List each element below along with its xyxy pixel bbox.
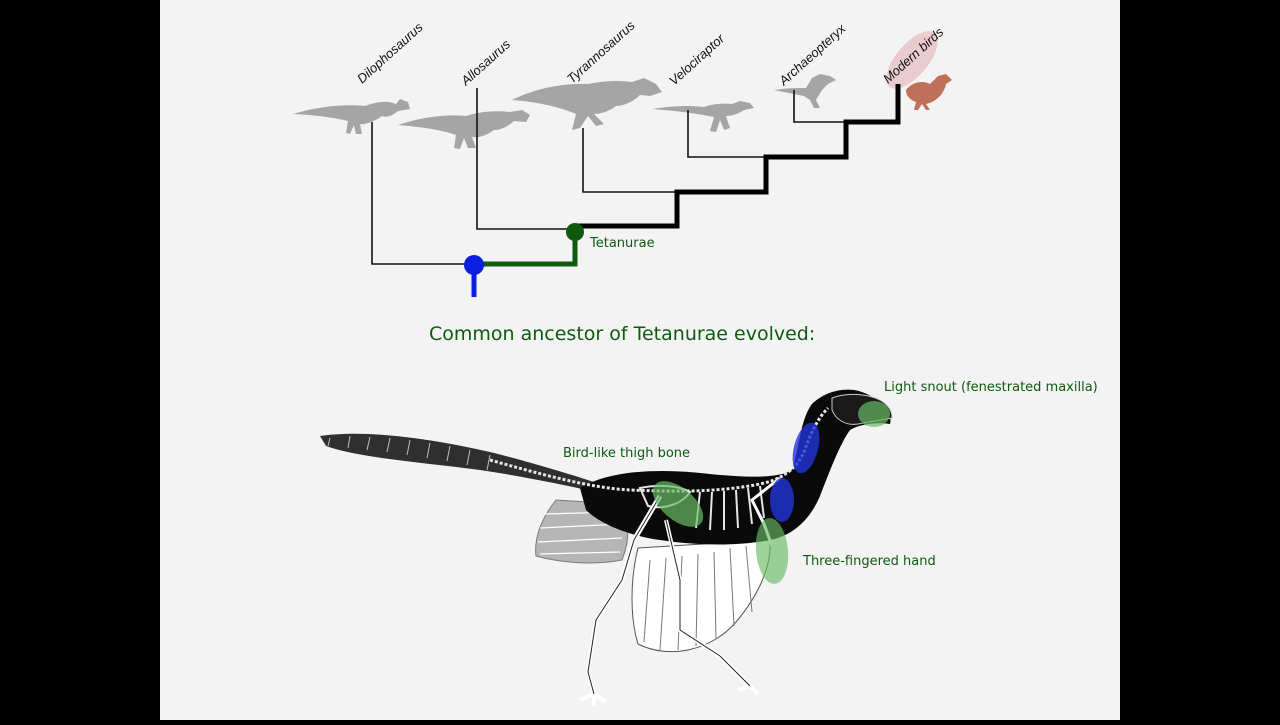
femur-outline: [621, 495, 661, 581]
thigh-highlight: [652, 481, 704, 527]
section-heading: Common ancestor of Tetanurae evolved:: [429, 323, 815, 345]
bird-lineage-branch: [575, 84, 901, 229]
tyrannosaurus-silhouette: [512, 78, 662, 130]
snout-label: Light snout (fenestrated maxilla): [884, 380, 1098, 395]
hand-highlight: [755, 518, 789, 584]
neck-highlight: [792, 422, 820, 474]
hind-wing-lines: [537, 511, 623, 555]
tetanurae-diagram: Dilophosaurus Allosaurus Tyrannosaurus V…: [293, 17, 1098, 706]
tail-feather-lines: [327, 435, 491, 471]
left-leg: [579, 578, 624, 706]
modern-bird-silhouette: [906, 74, 952, 110]
right-leg-outline: [665, 519, 751, 687]
dilophosaurus-silhouette: [293, 99, 410, 134]
thigh-label: Bird-like thigh bone: [563, 446, 690, 461]
snout-highlight: [858, 401, 890, 427]
slide: Dilophosaurus Allosaurus Tyrannosaurus V…: [160, 0, 1120, 720]
left-leg-outline: [587, 579, 623, 695]
tetanurae-node: [566, 223, 584, 241]
shoulder-highlight: [770, 478, 794, 522]
tail-feathers: [320, 433, 600, 492]
taxon-label-velociraptor: Velociraptor: [666, 31, 728, 89]
ancestor-node: [464, 255, 484, 275]
archaeopteryx-silhouette: [774, 74, 836, 108]
tree-thin-branches: [371, 88, 845, 265]
hand-label: Three-fingered hand: [802, 554, 936, 569]
tetanurae-label: Tetanurae: [589, 236, 655, 251]
velociraptor-silhouette: [652, 101, 754, 132]
cladogram: Dilophosaurus Allosaurus Tyrannosaurus V…: [293, 17, 952, 297]
allosaurus-silhouette: [398, 110, 530, 149]
taxon-label-tyrannosaurus: Tyrannosaurus: [564, 17, 638, 86]
feathered-theropod-skeleton: Light snout (fenestrated maxilla) Bird-l…: [320, 380, 1098, 706]
taxon-label-dilophosaurus: Dilophosaurus: [354, 19, 426, 86]
modern-birds-highlight: [886, 31, 938, 89]
leg-feathers: [631, 539, 771, 653]
taxon-label-allosaurus: Allosaurus: [457, 36, 513, 89]
tetanurae-branch: [474, 232, 578, 267]
